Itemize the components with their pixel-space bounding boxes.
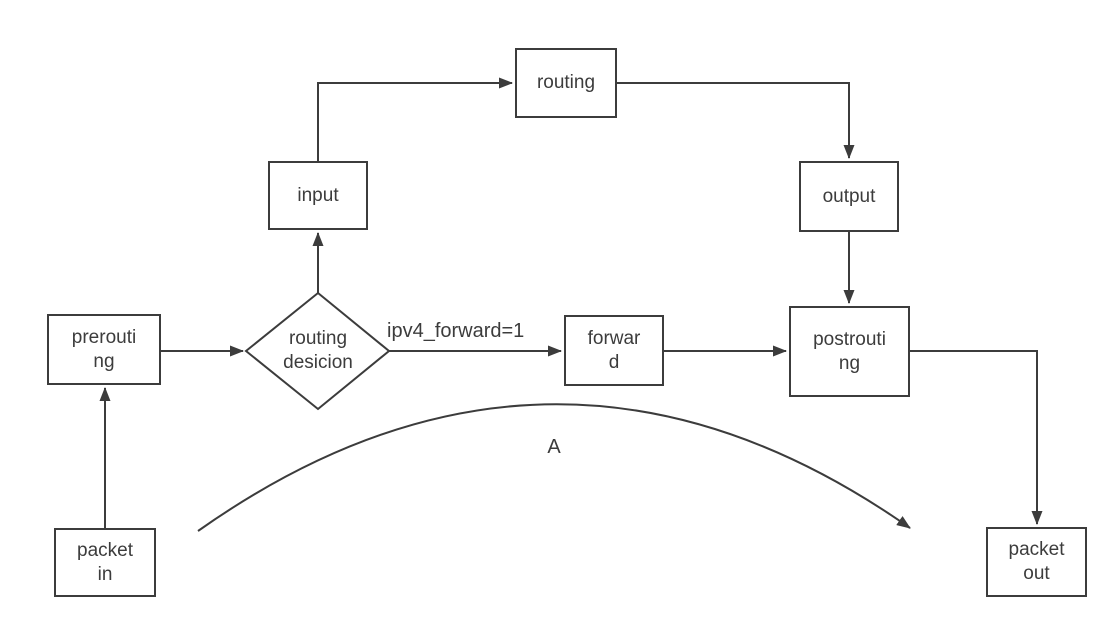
node-forward: forwar d bbox=[564, 315, 664, 386]
node-label: packet bbox=[77, 539, 133, 561]
node-routing-decision: routing desicion bbox=[246, 310, 390, 392]
node-label: packet bbox=[1008, 539, 1065, 560]
node-label: prerouti bbox=[71, 326, 137, 348]
node-input: input bbox=[268, 161, 368, 230]
edge-bypass-curve bbox=[197, 403, 911, 532]
node-prerouting: prerouti ng bbox=[47, 314, 161, 385]
edge-label-ipv4-forward: ipv4_forward=1 bbox=[387, 320, 525, 342]
node-routing: routing bbox=[515, 48, 617, 118]
node-label: routing bbox=[536, 72, 596, 93]
edge-routing-output bbox=[617, 82, 855, 159]
node-label: output bbox=[822, 185, 876, 207]
node-label: desicion bbox=[283, 352, 353, 373]
edge-label-bypass-a: A bbox=[547, 436, 561, 458]
node-label: d bbox=[608, 351, 620, 373]
node-label: out bbox=[1023, 563, 1050, 584]
node-label: forwar bbox=[587, 327, 641, 349]
node-label: ng bbox=[93, 350, 115, 372]
node-label: in bbox=[97, 563, 113, 585]
node-postrouting: postrouti ng bbox=[789, 306, 910, 397]
node-label: routing bbox=[288, 328, 348, 349]
edge-input-routing bbox=[317, 77, 513, 161]
node-packet-out: packet out bbox=[986, 527, 1087, 597]
routing-decision-diamond bbox=[244, 291, 391, 411]
edge-postrouting-packetout bbox=[910, 350, 1043, 525]
node-output: output bbox=[799, 161, 899, 232]
node-label: ng bbox=[838, 352, 861, 374]
node-label: postrouti bbox=[813, 328, 886, 350]
node-packet-in: packet in bbox=[54, 528, 156, 597]
node-label: input bbox=[297, 184, 339, 206]
